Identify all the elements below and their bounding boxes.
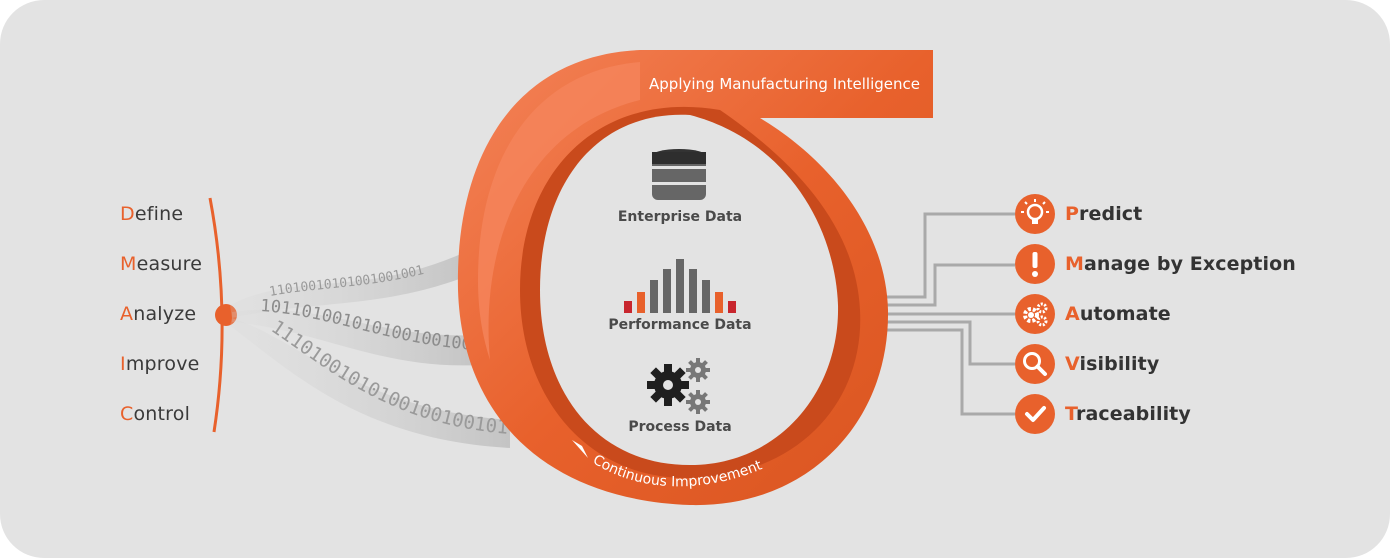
- magnifier-icon: [1015, 344, 1055, 384]
- dmaic-define: Define: [120, 203, 184, 225]
- performance-data-label: Performance Data: [608, 317, 752, 333]
- outcome-manage-by-exception: Manage by Exception: [1065, 253, 1296, 275]
- enterprise-data-label: Enterprise Data: [617, 209, 743, 225]
- outcome-automate: Automate: [1065, 303, 1171, 325]
- loop-top-label: Applying Manufacturing Intelligence: [649, 75, 920, 93]
- automate-gears-icon: [1015, 294, 1055, 334]
- outcome-traceability: Traceability: [1065, 403, 1191, 425]
- dmaic-improve: Improve: [120, 353, 200, 375]
- exclamation-icon: [1015, 244, 1055, 284]
- gears-icon: [647, 358, 710, 414]
- checkmark-icon: [1015, 394, 1055, 434]
- database-icon: [652, 149, 706, 200]
- dmaic-control: Control: [120, 403, 191, 425]
- dmaic-analyze: Analyze: [120, 303, 197, 325]
- outcome-predict: Predict: [1065, 203, 1143, 225]
- outcome-visibility: Visibility: [1065, 353, 1160, 375]
- binary-stream-band-1: [230, 250, 470, 318]
- improvement-arrow-icon: [572, 440, 588, 458]
- loop-ribbon-highlight: [478, 62, 640, 360]
- lightbulb-icon: [1015, 194, 1055, 234]
- process-data-label: Process Data: [628, 419, 732, 435]
- binary-stream-band-2: [232, 309, 480, 366]
- outcome-connectors: [885, 212, 1015, 416]
- bar-chart-icon: [624, 259, 736, 313]
- dmaic-measure: Measure: [120, 253, 203, 275]
- binary-stream-band-3: [230, 318, 510, 448]
